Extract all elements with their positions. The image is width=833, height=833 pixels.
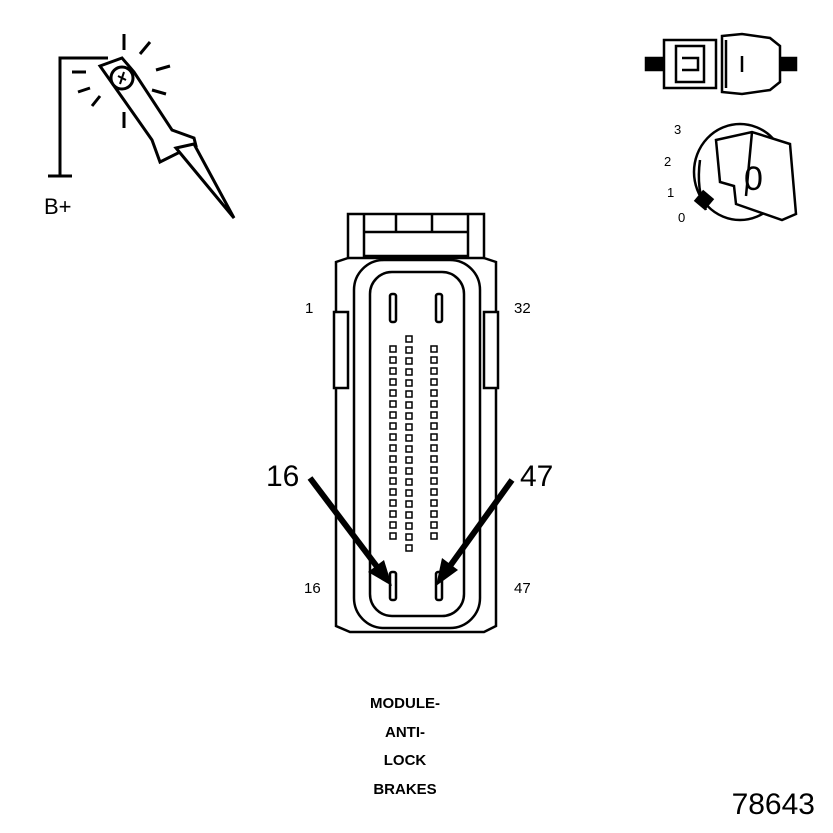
callout-label-16: 16 xyxy=(266,460,300,493)
pin-cavity xyxy=(389,389,397,397)
pin-cavity xyxy=(430,466,438,474)
ignition-key-icon xyxy=(692,122,798,222)
pin-cavity xyxy=(405,346,413,354)
test-lamp-probe-icon xyxy=(48,34,236,219)
pin-cavity xyxy=(389,488,397,496)
module-caption: MODULE- ANTI- LOCK BRAKES xyxy=(330,690,480,804)
b-plus-label: B+ xyxy=(44,194,72,219)
pin-cavity xyxy=(430,378,438,386)
ignition-position-0: 0 xyxy=(678,210,686,225)
pin-cavity xyxy=(430,345,438,353)
pin-cavity xyxy=(405,511,413,519)
pin-cavity xyxy=(389,345,397,353)
pin-cavity xyxy=(405,500,413,508)
pin-cavity xyxy=(405,379,413,387)
pin-cavity xyxy=(430,433,438,441)
caption-line: MODULE- xyxy=(370,695,440,712)
pin-cavity xyxy=(405,478,413,486)
pin-cavity xyxy=(405,401,413,409)
pin-label-1: 1 xyxy=(305,300,314,317)
pin-cavity xyxy=(430,499,438,507)
callout-label-47: 47 xyxy=(520,460,554,493)
pin-cavity xyxy=(430,367,438,375)
pin-cavity xyxy=(389,455,397,463)
pin-cavity xyxy=(430,389,438,397)
pin-cavity xyxy=(430,422,438,430)
pin-cavity xyxy=(430,532,438,540)
pin-cavity xyxy=(389,356,397,364)
pin-label-32: 32 xyxy=(514,300,531,317)
pin-label-16: 16 xyxy=(304,580,321,597)
pin-cavity xyxy=(389,411,397,419)
pin-cavity xyxy=(405,423,413,431)
pin-cavity xyxy=(430,477,438,485)
pin-cavity xyxy=(389,378,397,386)
pin-cavity xyxy=(405,456,413,464)
pin-cavities xyxy=(389,335,438,552)
pin-cavity xyxy=(405,489,413,497)
abs-module-connector xyxy=(332,212,500,634)
pin-cavity xyxy=(430,510,438,518)
callout-arrow-16 xyxy=(307,476,392,586)
callout-arrow-47 xyxy=(436,478,515,586)
caption-line: LOCK xyxy=(383,752,427,769)
ignition-key-text: 0 xyxy=(744,160,763,198)
pin-cavity xyxy=(430,455,438,463)
pin-cavity xyxy=(389,510,397,518)
ignition-position-3: 3 xyxy=(674,122,682,137)
pin-cavity xyxy=(430,411,438,419)
pin-cavity xyxy=(389,466,397,474)
pin-cavity xyxy=(405,434,413,442)
pin-cavity xyxy=(389,444,397,452)
pin-cavity xyxy=(430,400,438,408)
ignition-position-1: 1 xyxy=(667,185,675,200)
pin-cavity xyxy=(430,488,438,496)
caption-line: BRAKES xyxy=(373,780,437,798)
pin-label-47: 47 xyxy=(514,580,531,597)
pin-cavity xyxy=(405,467,413,475)
pin-cavity xyxy=(430,356,438,364)
pin-cavity xyxy=(389,367,397,375)
pin-cavity xyxy=(389,433,397,441)
pin-cavity xyxy=(389,532,397,540)
pin-cavity xyxy=(405,445,413,453)
pin-cavity xyxy=(405,390,413,398)
pin-cavity xyxy=(405,533,413,541)
pin-cavity xyxy=(405,335,413,343)
caption-line: ANTI- xyxy=(385,723,425,741)
pin-cavity xyxy=(430,444,438,452)
pin-cavity xyxy=(405,522,413,530)
pin-cavity xyxy=(405,544,413,552)
ignition-position-2: 2 xyxy=(664,154,672,169)
pin-cavity xyxy=(389,499,397,507)
pin-cavity xyxy=(389,422,397,430)
pin-cavity xyxy=(389,477,397,485)
pin-cavity xyxy=(389,400,397,408)
pin-cavity xyxy=(405,368,413,376)
disconnect-connector-icon xyxy=(644,32,798,96)
pin-cavity xyxy=(405,412,413,420)
pin-cavity xyxy=(405,357,413,365)
figure-number: 78643 xyxy=(731,788,815,821)
pin-cavity xyxy=(430,521,438,529)
pin-cavity xyxy=(389,521,397,529)
